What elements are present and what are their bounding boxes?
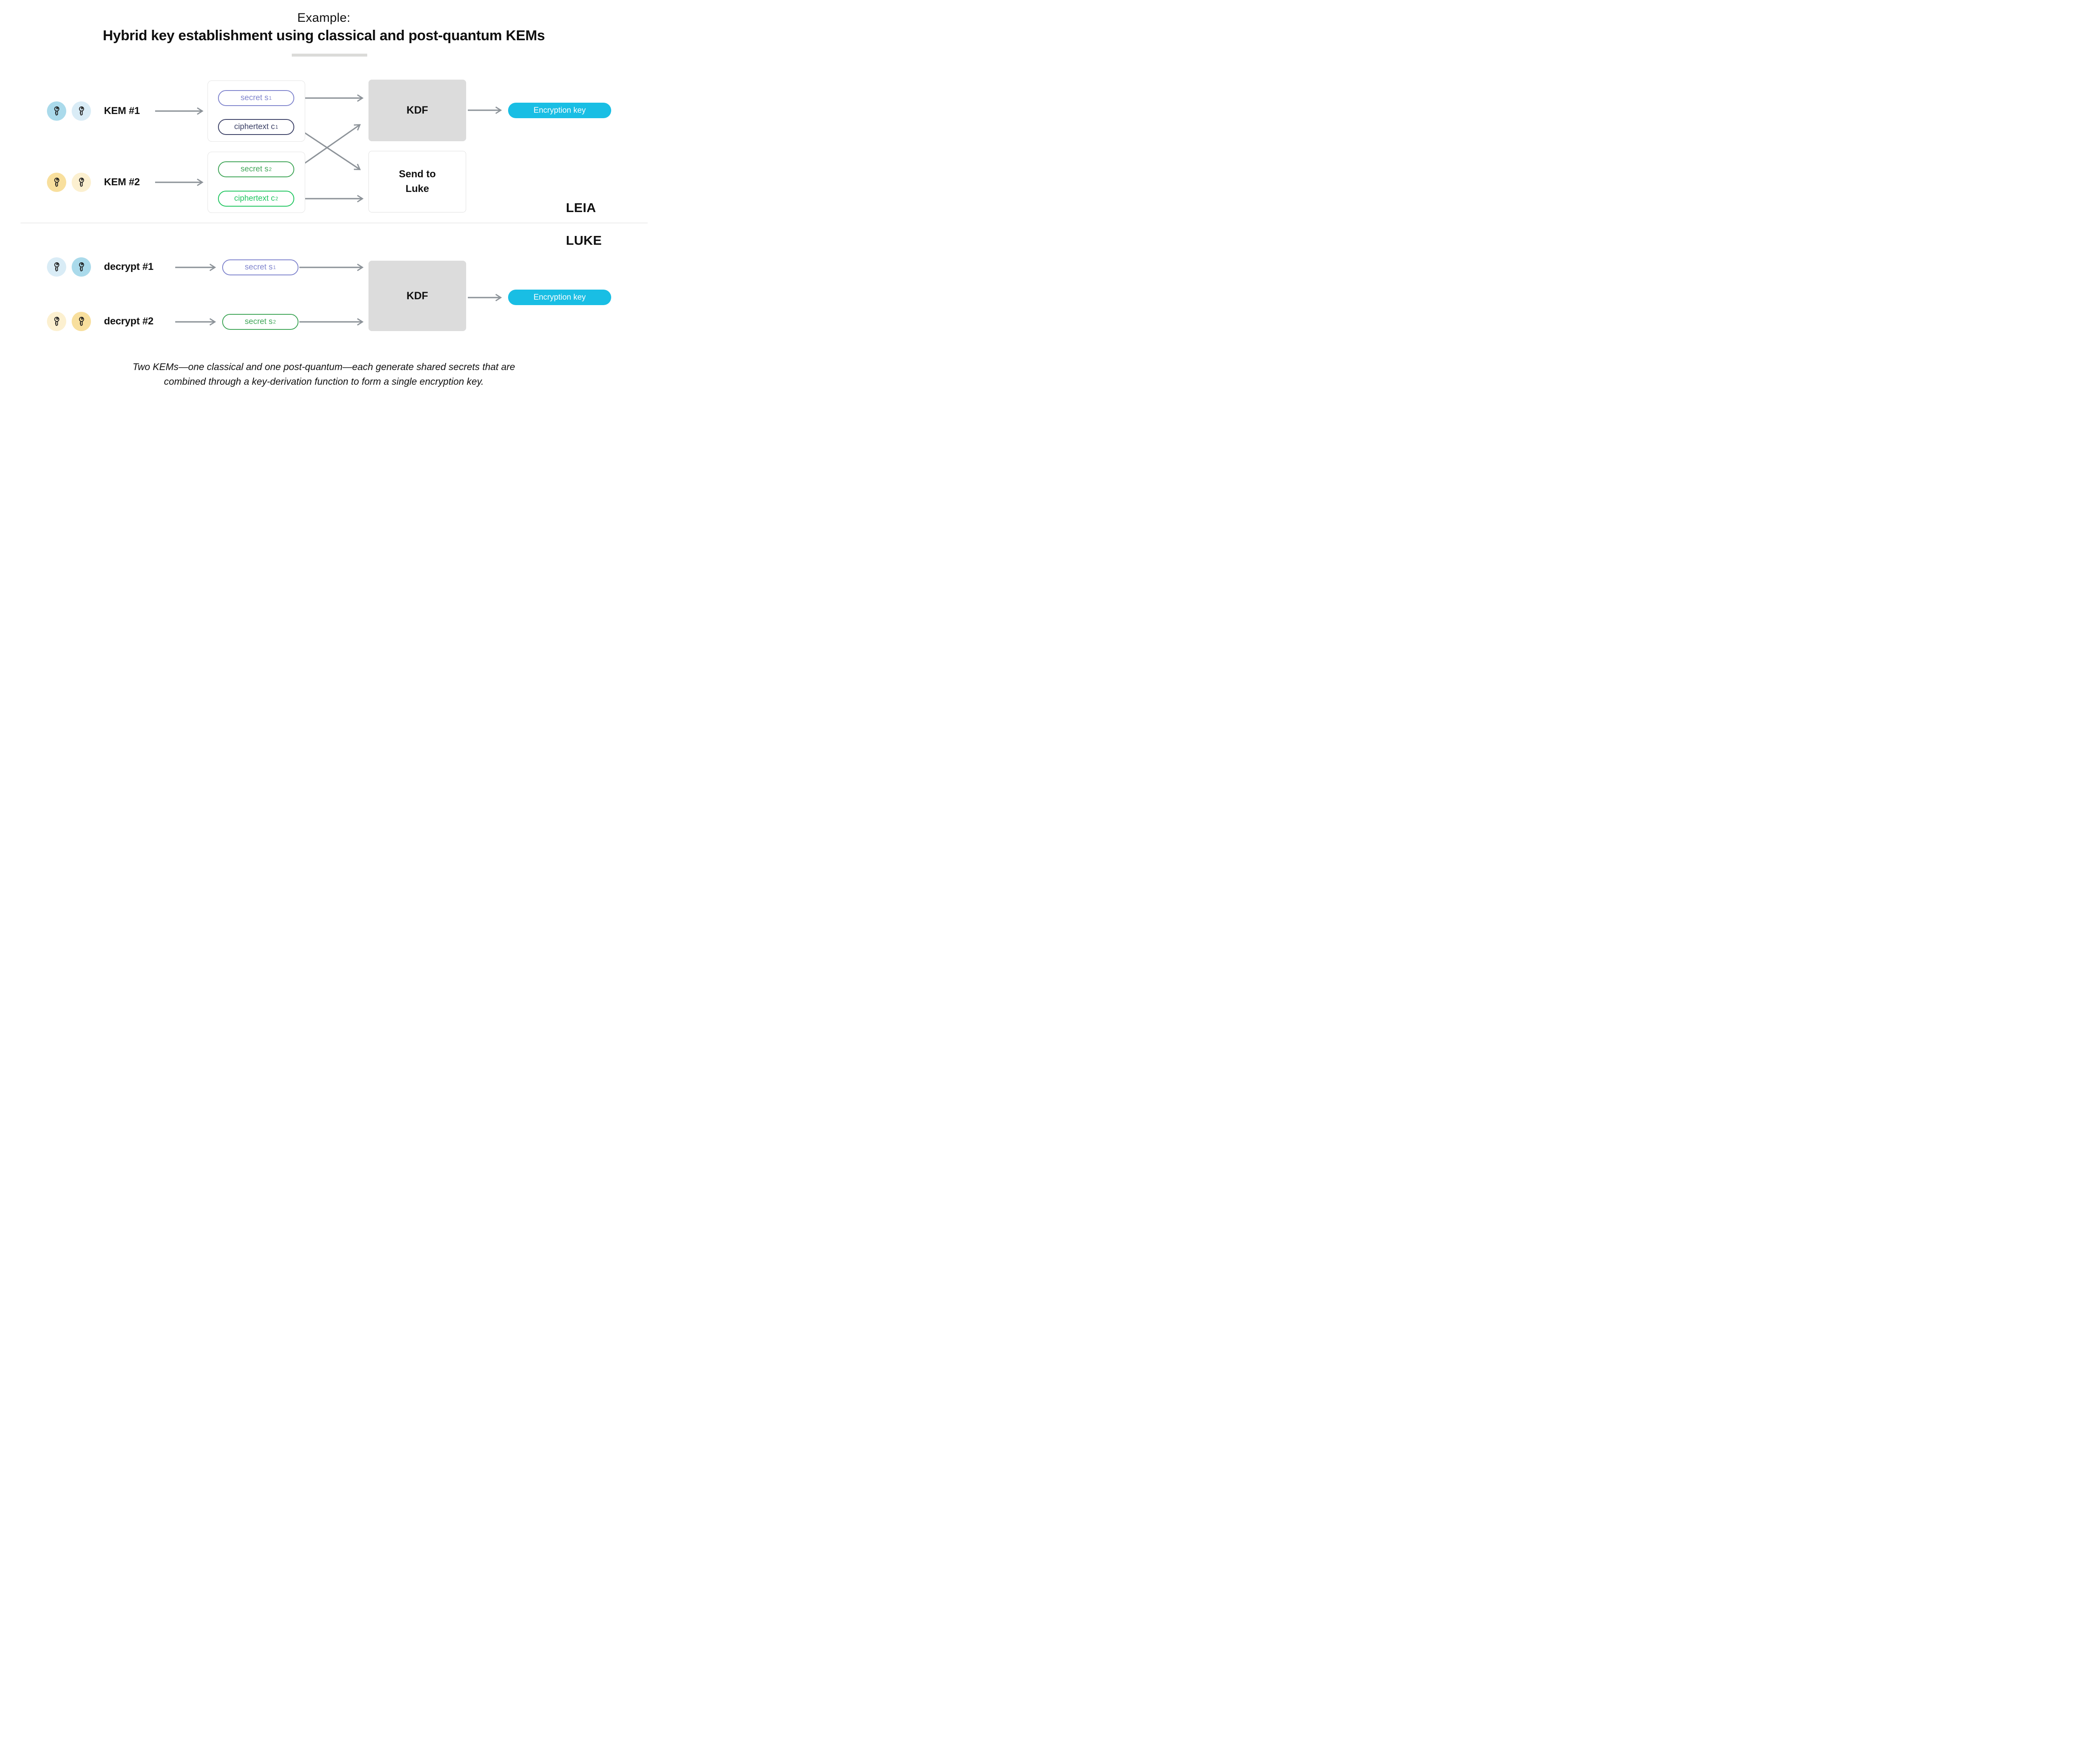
- title-underline: [292, 54, 367, 57]
- actor-label-luke: LUKE: [566, 233, 602, 248]
- key-circle-yellow-dark: [72, 312, 91, 331]
- caption-line2: combined through a key-derivation functi…: [164, 376, 484, 387]
- key-circle-blue-light: [47, 257, 66, 277]
- key-icon: [76, 106, 87, 117]
- actor-label-leia: LEIA: [566, 200, 596, 215]
- diagram-canvas: Example: Hybrid key establishment using …: [0, 0, 648, 409]
- secret-s2-text: secret s: [240, 165, 269, 174]
- page-title: Hybrid key establishment using classical…: [103, 28, 545, 44]
- ciphertext-c1-text: ciphertext c: [234, 122, 275, 131]
- secret-s1-luke-text: secret s: [244, 263, 273, 272]
- send-to-luke-line1: Send to: [399, 168, 436, 180]
- connector-arrows: [155, 94, 502, 326]
- secret-s2-luke-text: secret s: [244, 317, 273, 326]
- ciphertext-c2-text: ciphertext c: [234, 194, 275, 203]
- decrypt1-label: decrypt #1: [104, 261, 154, 272]
- key-icon: [51, 177, 62, 188]
- key-icon: [51, 316, 62, 327]
- key-circle-blue-light: [72, 101, 91, 121]
- title-kicker: Example:: [297, 11, 350, 25]
- key-circle-blue-dark: [47, 101, 66, 121]
- arrow-secret2-to-kdf: [296, 124, 361, 170]
- key-circle-yellow-light: [47, 312, 66, 331]
- kem2-label: KEM #2: [104, 176, 140, 188]
- arrow-ciphertext1-to-send: [296, 126, 361, 170]
- key-icon: [76, 316, 87, 327]
- key-icon: [51, 262, 62, 273]
- kem1-label: KEM #1: [104, 105, 140, 117]
- send-to-luke-line2: Luke: [405, 183, 429, 194]
- key-circle-blue-dark: [72, 257, 91, 277]
- secret-s1-text: secret s: [240, 93, 269, 102]
- key-circle-yellow-light: [72, 173, 91, 192]
- caption-line1: Two KEMs—one classical and one post-quan…: [132, 361, 515, 372]
- send-to-luke-box: Send to Luke: [368, 151, 466, 212]
- key-icon: [51, 106, 62, 117]
- decrypt2-label: decrypt #2: [104, 316, 154, 327]
- encryption-key-pill-leia: Encryption key: [508, 103, 611, 118]
- kdf-box-leia: KDF: [368, 80, 466, 141]
- key-icon: [76, 177, 87, 188]
- key-circle-yellow-dark: [47, 173, 66, 192]
- encryption-key-pill-luke: Encryption key: [508, 290, 611, 305]
- key-icon: [76, 262, 87, 273]
- kdf-box-luke: KDF: [368, 261, 466, 331]
